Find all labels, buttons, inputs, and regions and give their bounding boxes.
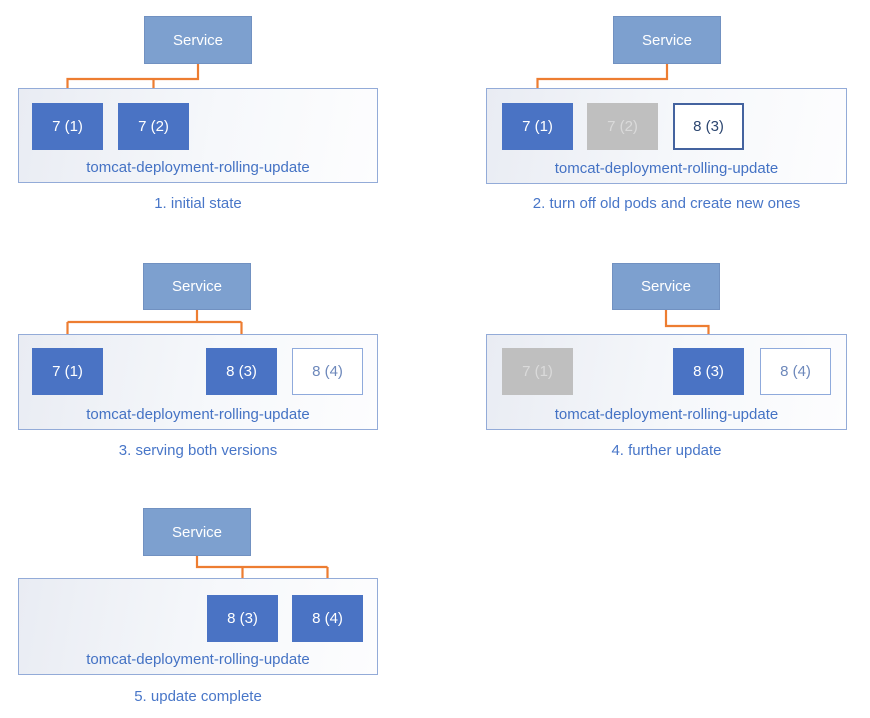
stage-5-deployment-label: tomcat-deployment-rolling-update [86,651,310,668]
stage-3-service-box: Service [143,263,251,310]
stage-5-service-box: Service [143,508,251,556]
stage-3-pod-8-3: 8 (3) [206,348,277,395]
stage-1-caption: 1. initial state [154,195,242,212]
stage-4-deployment-label: tomcat-deployment-rolling-update [554,406,779,423]
stage-4-pod-7-1: 7 (1) [502,348,573,395]
stage-2-service-box: Service [613,16,721,64]
stage-1-deployment-label: tomcat-deployment-rolling-update [86,159,310,176]
stage-3-caption: 3. serving both versions [118,442,278,459]
stage-4-caption: 4. further update [611,442,722,459]
stage-3-deployment-label: tomcat-deployment-rolling-update [86,406,310,423]
stage-2-pod-7-1: 7 (1) [502,103,573,150]
stage-5-pod-8-4: 8 (4) [292,595,363,642]
stage-2-pod-7-2: 7 (2) [587,103,658,150]
stage-5-pod-8-3: 8 (3) [207,595,278,642]
stage-2-pod-8-3: 8 (3) [673,103,744,150]
stage-5-caption: 5. update complete [134,688,262,705]
stage-2-caption: 2. turn off old pods and create new ones [532,195,801,212]
stage-1-pod-7-1: 7 (1) [32,103,103,150]
stage-1-pod-7-2: 7 (2) [118,103,189,150]
stage-4-pod-8-3: 8 (3) [673,348,744,395]
stage-4-pod-8-4: 8 (4) [760,348,831,395]
stage-2-deployment-label: tomcat-deployment-rolling-update [554,160,779,177]
stage-1-service-box: Service [144,16,252,64]
stage-4-service-box: Service [612,263,720,310]
stage-3-pod-7-1: 7 (1) [32,348,103,395]
stage-3-pod-8-4: 8 (4) [292,348,363,395]
